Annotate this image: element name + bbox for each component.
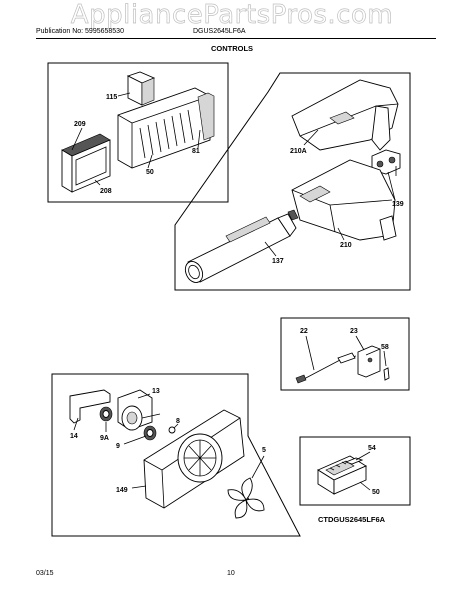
part-149-fan-shroud bbox=[143, 409, 245, 509]
callout-9: 9 bbox=[116, 443, 120, 450]
callout-22: 22 bbox=[300, 328, 308, 335]
publication-number: Publication No: 5995658530 bbox=[36, 28, 124, 35]
control-group-box bbox=[299, 436, 411, 506]
callout-54: 54 bbox=[368, 445, 376, 452]
footer-page-number: 10 bbox=[227, 570, 235, 577]
callout-8: 8 bbox=[176, 418, 180, 425]
callout-149: 149 bbox=[116, 487, 128, 494]
part-210a-cover bbox=[291, 79, 399, 151]
callout-209: 209 bbox=[74, 121, 86, 128]
callout-9a: 9A bbox=[100, 435, 109, 442]
footer-date: 03/15 bbox=[36, 570, 54, 577]
part-8-nut bbox=[168, 426, 176, 434]
part-14-bracket bbox=[69, 389, 111, 424]
part-9-grommet bbox=[143, 425, 157, 441]
callout-leaders-box2 bbox=[264, 129, 396, 257]
callout-leaders-box4 bbox=[73, 393, 265, 489]
part-58-screw bbox=[383, 367, 390, 381]
callout-14: 14 bbox=[70, 433, 78, 440]
callout-13: 13 bbox=[152, 388, 160, 395]
callout-leaders-box1 bbox=[71, 92, 201, 186]
part-23-bracket bbox=[357, 345, 381, 378]
callout-139: 139 bbox=[392, 201, 404, 208]
part-50-grille bbox=[117, 87, 215, 169]
part-5-fan-blade bbox=[227, 477, 265, 519]
callout-208: 208 bbox=[100, 188, 112, 195]
callout-leaders-box5 bbox=[355, 451, 371, 491]
part-210-housing bbox=[291, 159, 397, 241]
section-title: CONTROLS bbox=[210, 44, 254, 53]
callout-81: 81 bbox=[192, 148, 200, 155]
model-number: DGUS2645LF6A bbox=[193, 28, 246, 35]
callout-115: 115 bbox=[106, 94, 117, 101]
filter-head-group-box bbox=[174, 72, 411, 291]
part-22-thermistor bbox=[295, 352, 357, 384]
fan-motor-group-box bbox=[51, 373, 301, 537]
filter-housing-group-box bbox=[47, 62, 229, 203]
part-115-clip bbox=[126, 71, 156, 106]
header-rule bbox=[36, 38, 436, 39]
callout-leaders-box3 bbox=[305, 335, 387, 371]
callout-210a: 210A bbox=[290, 148, 307, 155]
watermark-logo: AppliancePartsPros.com bbox=[70, 0, 394, 30]
callout-137: 137 bbox=[272, 258, 284, 265]
callout-23: 23 bbox=[350, 328, 358, 335]
callout-210: 210 bbox=[340, 242, 352, 249]
callout-50: 50 bbox=[146, 169, 154, 176]
part-9a-grommet bbox=[99, 406, 113, 422]
callout-50b: 50 bbox=[372, 489, 380, 496]
sensor-group-box bbox=[280, 317, 410, 391]
part-137-water-filter bbox=[184, 209, 299, 283]
callout-58: 58 bbox=[381, 344, 389, 351]
part-54-knob bbox=[344, 457, 364, 465]
part-209-filter-frame bbox=[61, 133, 111, 193]
drawing-code: CTDGUS2645LF6A bbox=[318, 515, 386, 524]
part-13-fan-motor bbox=[117, 389, 161, 431]
callout-5: 5 bbox=[262, 447, 266, 454]
